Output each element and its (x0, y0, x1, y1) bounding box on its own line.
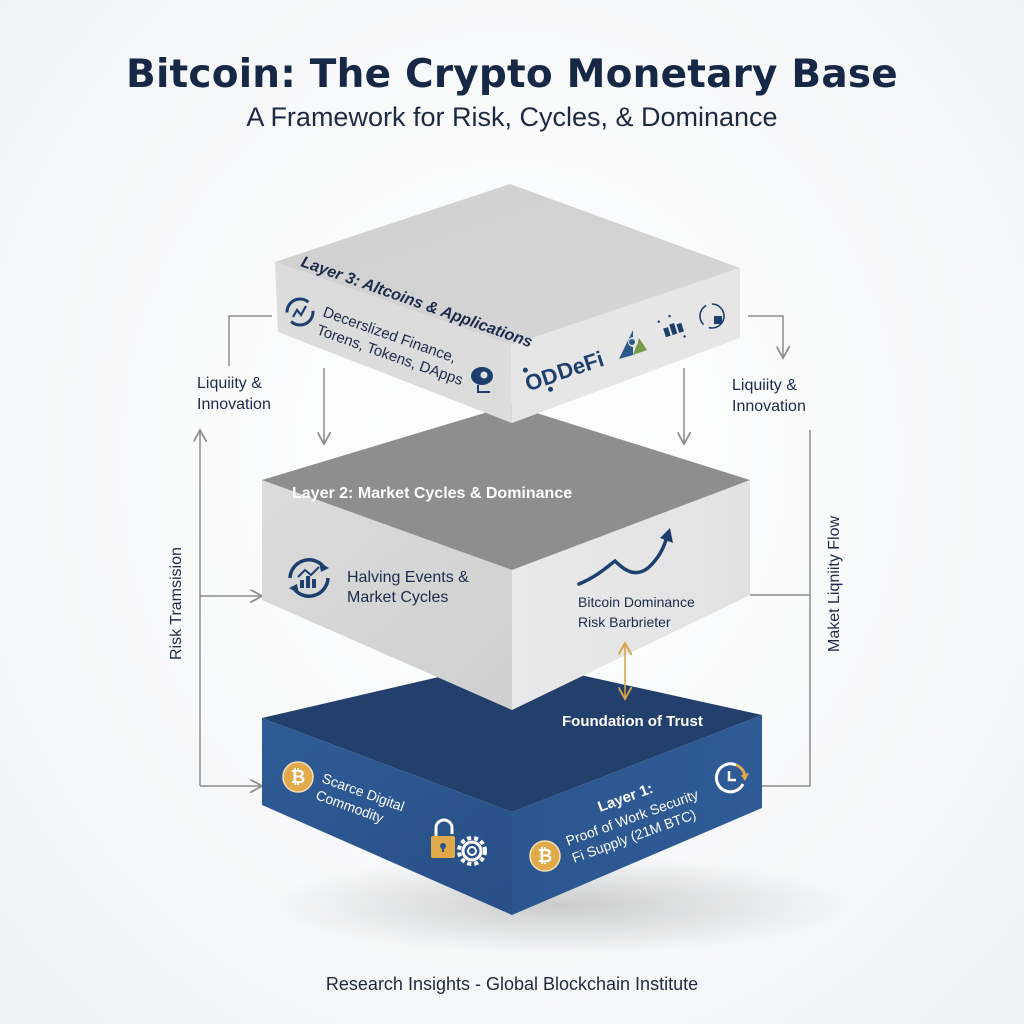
flow-label-right-line2: Innovation (732, 398, 806, 415)
flow-arrow-top-right (748, 315, 783, 358)
layer-1-left-face (262, 718, 512, 915)
trend-up-arrow-icon (577, 528, 673, 586)
layer-2-left-face (262, 480, 512, 710)
layer-2-block (262, 405, 750, 710)
layer-1-block (262, 660, 762, 915)
clock-refresh-icon (714, 762, 749, 794)
layer-3-left-face (275, 262, 512, 423)
footer-credit: Research Insights - Global Blockchain In… (325, 974, 699, 994)
layer-2-right-face (512, 480, 750, 710)
svg-text:₿: ₿ (538, 846, 553, 866)
page-title: Bitcoin: The Crypto Monetary Base (126, 52, 898, 97)
flow-lines (200, 315, 811, 787)
layer-2-title: Layer 2: Market Cycles & Dominance (292, 485, 572, 502)
flow-label-right-line1: Liquiity & (732, 377, 797, 394)
flow-label-left-line2: Innovation (197, 396, 271, 413)
layer-3-top-face (275, 184, 740, 345)
layer-2-right-text-line2: Risk Barbrieter (578, 614, 671, 630)
padlock-icon (431, 818, 455, 858)
scatter-grid-icon (657, 314, 686, 338)
cycle-bar-chart-icon (288, 558, 330, 598)
bitcoin-icon: ₿ (282, 761, 314, 793)
market-liquidity-flow-label: Maket Liqniity Flow (826, 516, 843, 652)
flow-line-top-left (228, 315, 272, 366)
layer-1-right-face (512, 715, 762, 915)
flow-label-left-line1: Liquiity & (197, 375, 262, 392)
layer-1-top-face (262, 660, 762, 812)
page-subtitle: A Framework for Risk, Cycles, & Dominanc… (246, 102, 778, 132)
layer-3-right-face (511, 268, 740, 423)
market-liquidity-line-upper (750, 430, 811, 596)
layer-2-left-text-line2: Market Cycles (347, 589, 448, 606)
circle-ai-icon (699, 303, 725, 329)
risk-transmission-label: Risk Tramsision (168, 547, 185, 660)
cycle-chart-icon (285, 297, 315, 327)
cloud-person-icon (471, 367, 493, 393)
layer-2-left-text-line1: Halving Events & (347, 569, 469, 586)
layer-2-top-face (262, 405, 750, 570)
triangle-people-icon (619, 330, 647, 359)
svg-text:₿: ₿ (291, 767, 306, 787)
layer-3-block (275, 184, 740, 423)
base-shadow (270, 855, 850, 955)
gear-icon (457, 836, 487, 866)
bitcoin-icon-right: ₿ (529, 840, 561, 872)
layer-1-top-text: Foundation of Trust (562, 713, 703, 730)
layer-2-right-text-line1: Bitcoin Dominance (578, 594, 695, 610)
market-liquidity-line-lower (762, 595, 811, 787)
